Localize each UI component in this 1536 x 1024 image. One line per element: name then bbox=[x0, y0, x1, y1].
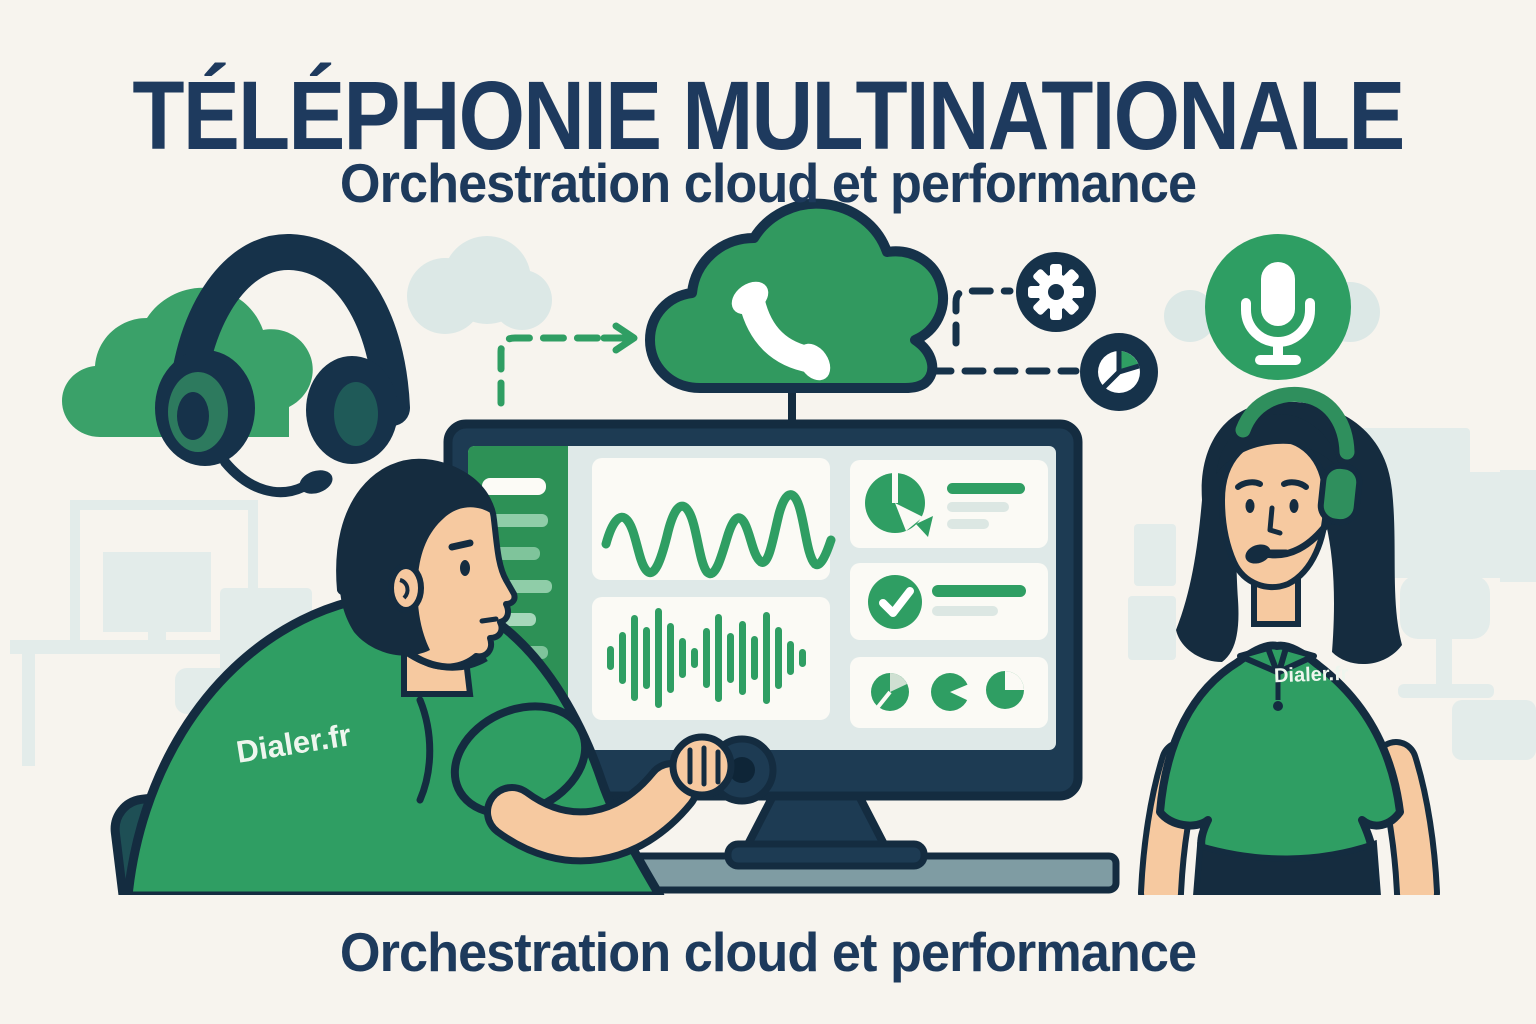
headset-mic bbox=[1245, 544, 1271, 564]
page-subtitle: Orchestration cloud et performance bbox=[339, 152, 1197, 214]
microphone-badge bbox=[1205, 234, 1351, 380]
check-icon bbox=[868, 575, 922, 629]
dashed-connector-right bbox=[929, 287, 1080, 375]
male-agent bbox=[123, 458, 735, 901]
woman-eye-left bbox=[1245, 499, 1255, 513]
bottom-cutoff bbox=[0, 895, 1536, 1024]
monitor-stand-base bbox=[724, 840, 928, 870]
page-title: TÉLÉPHONIE MULTINATIONALE bbox=[132, 61, 1405, 170]
man-eyebrow bbox=[448, 539, 474, 551]
dashed-arrow-left bbox=[497, 322, 638, 407]
bottom-caption: Orchestration cloud et performance bbox=[339, 921, 1197, 983]
man-mouth bbox=[479, 616, 499, 624]
woman-eyebrows bbox=[1235, 479, 1309, 490]
headset-mic-icon bbox=[299, 470, 333, 494]
headset-cloud-group bbox=[62, 234, 410, 498]
shirt-button bbox=[1273, 701, 1283, 711]
microphone-icon bbox=[1241, 262, 1315, 365]
pale-cloud-left bbox=[407, 236, 552, 334]
cloud-phone-icon bbox=[645, 198, 948, 393]
shirt-seam bbox=[416, 696, 434, 804]
woman-nose bbox=[1267, 505, 1283, 536]
man-arm bbox=[491, 767, 693, 858]
gear-badge bbox=[1016, 252, 1096, 332]
man-hair bbox=[338, 459, 495, 656]
audio-waveform-card bbox=[592, 597, 830, 720]
headset-earcup bbox=[1317, 462, 1363, 526]
woman-shirt-logo: Dialer.fr bbox=[1273, 662, 1349, 688]
headset-band-icon bbox=[168, 234, 410, 438]
woman-eye-right bbox=[1289, 499, 1299, 513]
man-fingers bbox=[687, 745, 721, 787]
pie-badge bbox=[1080, 333, 1158, 411]
headset-band bbox=[1235, 386, 1355, 460]
wave-line bbox=[601, 490, 836, 579]
headset-mic-boom-icon bbox=[220, 457, 308, 498]
headset-mic-boom bbox=[1265, 517, 1333, 559]
check-stat-card bbox=[850, 563, 1048, 640]
pie-stat-card bbox=[850, 460, 1048, 548]
line-wave-chart-card bbox=[592, 458, 836, 580]
sidebar-active-item bbox=[482, 478, 546, 495]
mini-pies-card bbox=[850, 657, 1048, 728]
female-agent bbox=[1138, 386, 1440, 916]
man-collar bbox=[405, 649, 488, 671]
woman-skirt bbox=[1192, 839, 1382, 899]
man-eye bbox=[460, 560, 470, 576]
waveform-bars bbox=[607, 608, 806, 708]
monitor bbox=[443, 388, 1083, 870]
woman-arm-right bbox=[1379, 745, 1434, 910]
woman-collar bbox=[1237, 645, 1317, 675]
